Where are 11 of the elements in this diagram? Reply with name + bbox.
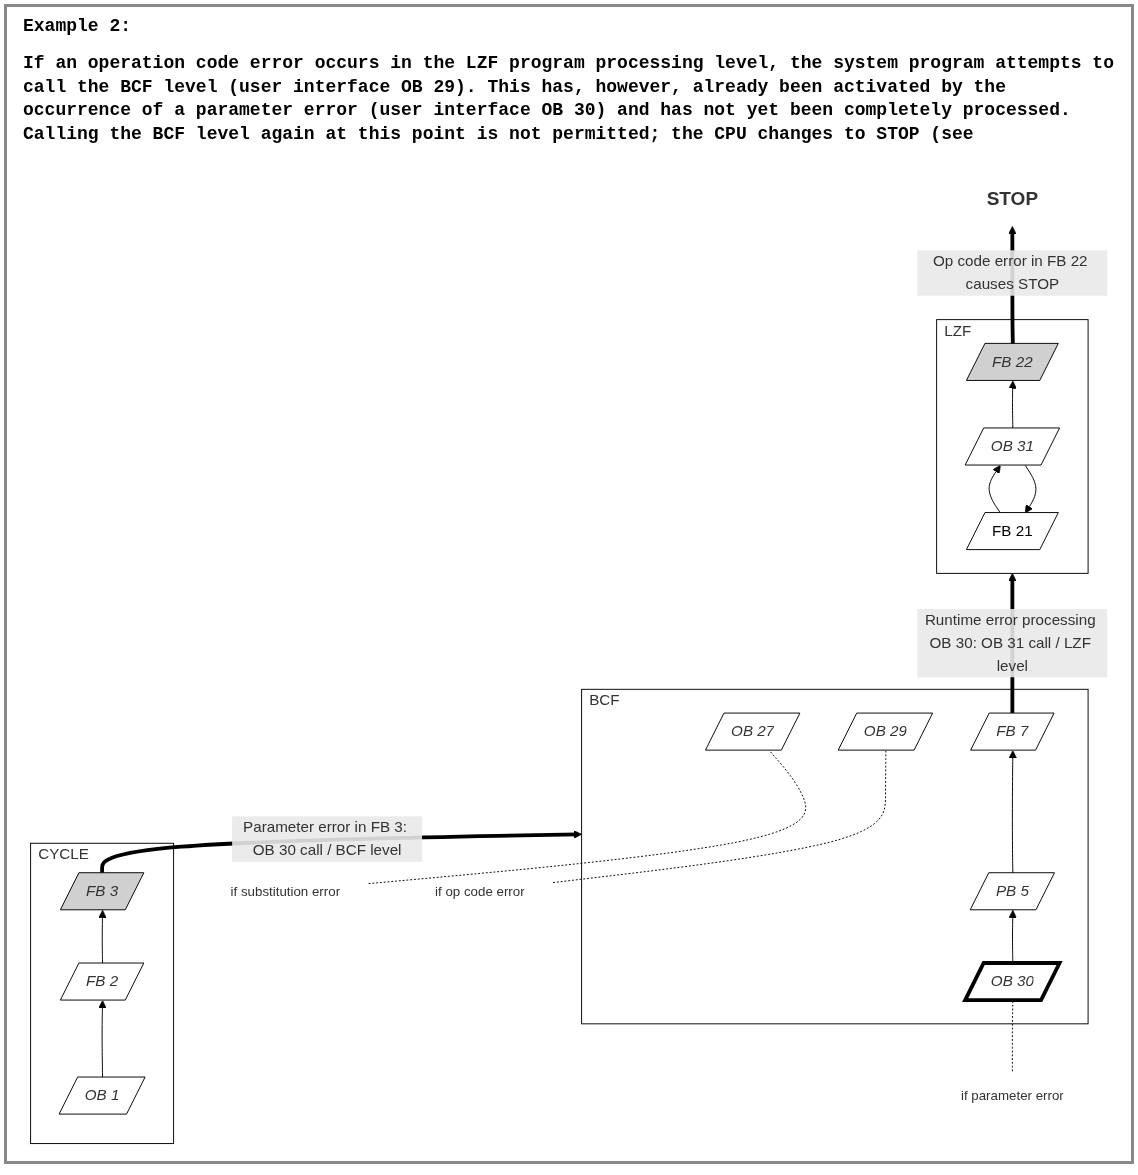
heading: Example 2: [23, 15, 133, 38]
node-text: if substitution error [230, 883, 341, 899]
paragraph: If an operation code error occurs in the LZF program processing level, the system program attempts to call the BCF level (user interface OB 29). This has, however, already been activated by the occurrence of a parameter error (user interface OB 30) and has not yet been completely processed. Calling the BCF level again at this point is not permitted; the CPU changes to STOP (see [23, 52, 1115, 146]
node-text: if op code error [435, 883, 525, 899]
connector [552, 750, 887, 883]
node-text: STOP [986, 187, 1039, 209]
connector [368, 750, 807, 885]
edge-label: Runtime error processing OB 30: OB 31 call / LZF level [924, 611, 1096, 674]
edge-label: Parameter error in FB 3: OB 30 call / BCF level [243, 819, 407, 859]
edge-label: Op code error in FB 22 causes STOP [932, 253, 1088, 293]
node-text: if parameter error [960, 1087, 1064, 1103]
